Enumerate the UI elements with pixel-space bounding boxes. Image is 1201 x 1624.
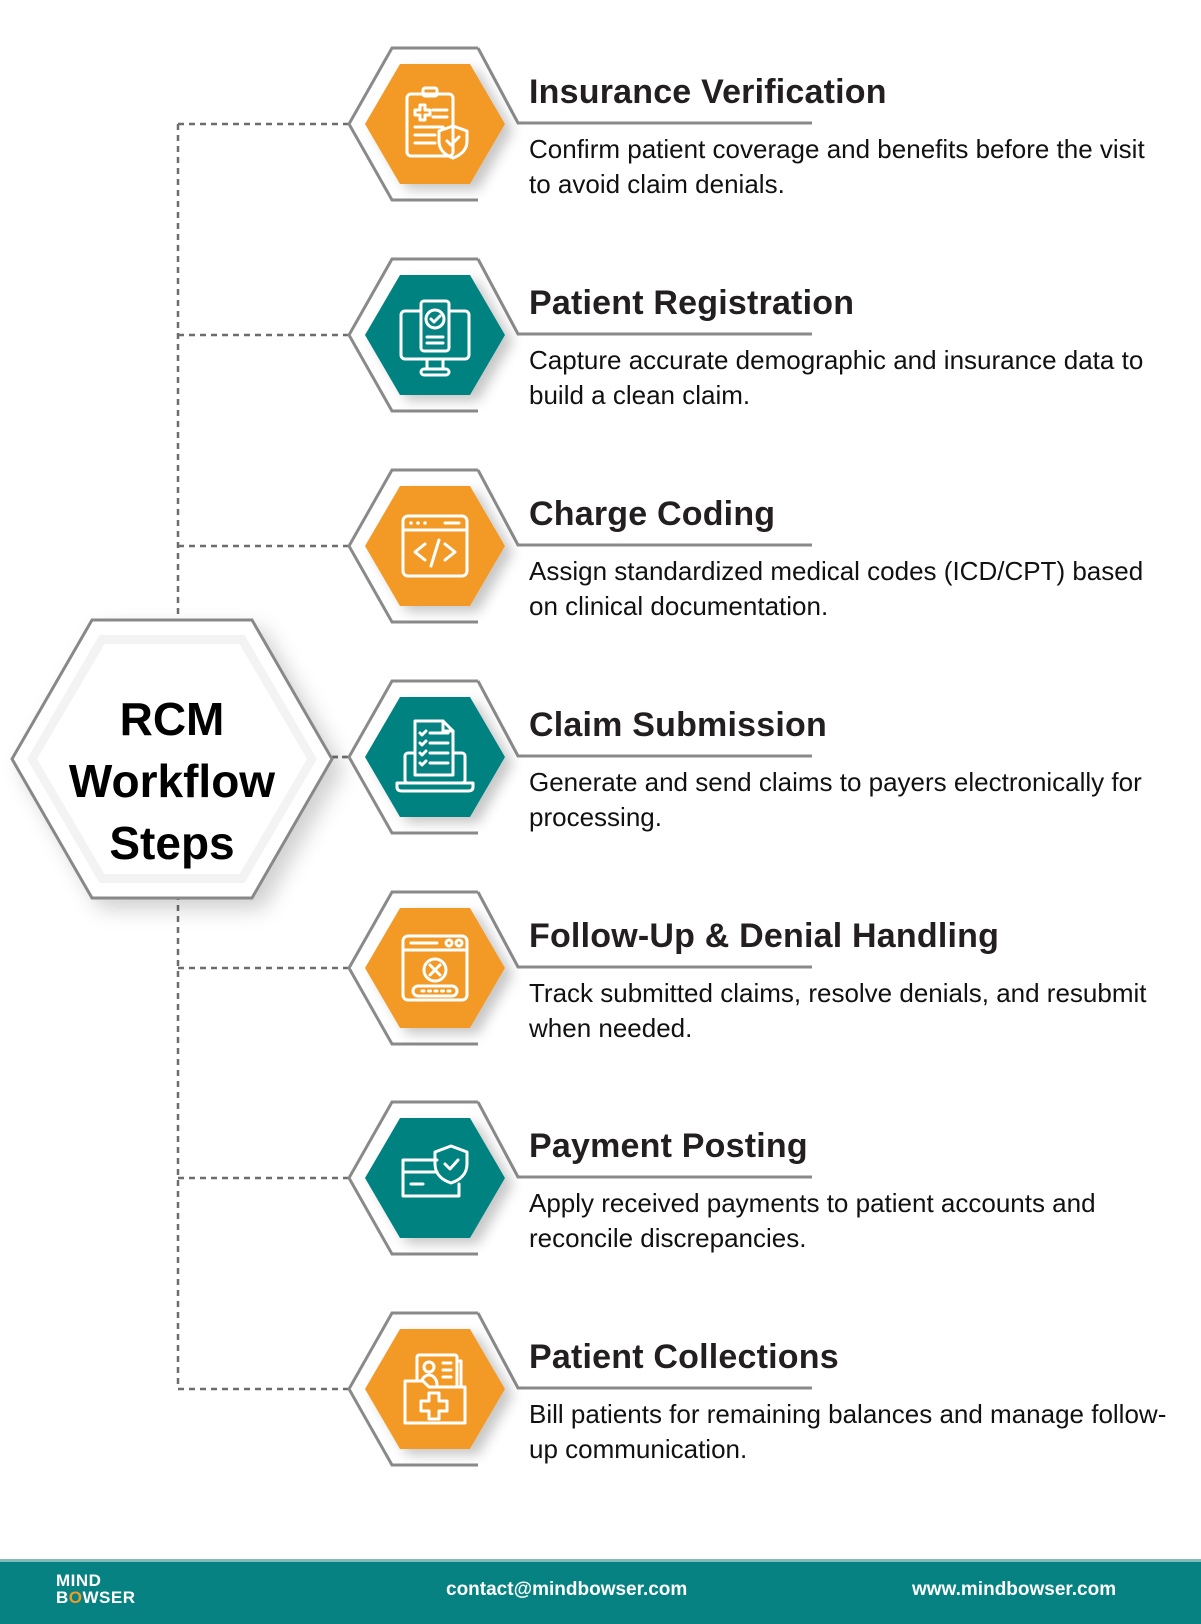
step-hexagons [347,46,812,1467]
logo-line-1: MIND [56,1571,102,1590]
step-hex-3 [347,468,812,624]
step-outline [347,1100,812,1256]
mindbowser-logo[interactable]: MIND BOWSER [56,1572,136,1606]
step-outline [347,46,812,202]
step-hex-6 [347,1100,812,1256]
window-error-icon [401,934,469,1002]
step-hex-fill [365,1118,505,1238]
logo-line-2: BOWSER [56,1588,136,1607]
step-title: Claim Submission [529,706,827,744]
step-description: Capture accurate demographic and insuran… [529,345,1144,410]
code-window-icon [401,514,469,578]
step-outline [347,1311,812,1467]
step-description: Bill patients for remaining balances and… [529,1399,1167,1464]
center-title-line: Steps [109,817,235,869]
step-hex-5 [347,890,812,1046]
step-description: Generate and send claims to payers elect… [529,767,1142,832]
step-title: Follow-Up & Denial Handling [529,917,1000,955]
card-shield-icon [401,1144,469,1198]
step-hex-1 [347,46,812,202]
step-description: Assign standardized medical codes (ICD/C… [529,556,1144,621]
step-title: Insurance Verification [529,73,887,111]
clipboard-shield-icon [405,86,469,160]
step-description: Track submitted claims, resolve denials,… [529,978,1147,1043]
logo-o-icon: O [68,1588,83,1607]
contact-email-link[interactable]: contact@mindbowser.com [446,1579,688,1600]
website-link[interactable]: www.mindbowser.com [912,1579,1117,1600]
step-title: Payment Posting [529,1127,808,1165]
medical-folder-icon [403,1353,467,1425]
step-title: Patient Collections [529,1338,839,1376]
center-hexagon [10,618,334,900]
center-hex-inner [37,644,307,874]
step-description: Confirm patient coverage and benefits be… [529,134,1145,199]
step-outline [347,679,812,835]
footer: MIND BOWSER contact@mindbowser.com www.m… [0,1559,1201,1624]
step-title: Charge Coding [529,495,776,533]
center-title-line: RCM [119,693,225,745]
laptop-checklist-icon [395,719,475,793]
step-title: Patient Registration [529,284,855,322]
step-outline [347,257,812,413]
center-title-line: Workflow [68,755,276,807]
monitor-document-check-icon [399,299,471,377]
step-hex-2 [347,257,812,413]
center-title: RCM Workflow Steps [22,688,322,874]
workflow-diagram [10,46,812,1467]
step-outline [347,468,812,624]
step-hex-fill [365,486,505,606]
step-outline [347,890,812,1046]
step-description: Apply received payments to patient accou… [529,1188,1096,1253]
step-hex-fill [365,64,505,184]
step-hex-4 [347,679,812,835]
step-hex-7 [347,1311,812,1467]
